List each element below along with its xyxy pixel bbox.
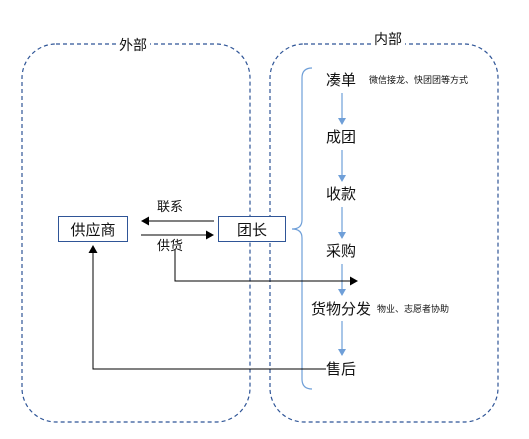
supplier-node: 供应商 xyxy=(58,216,128,242)
step-label: 成团 xyxy=(326,128,357,146)
step-label: 售后 xyxy=(326,360,357,378)
external-region-title: 外部 xyxy=(116,39,150,53)
step-label: 收款 xyxy=(326,185,357,203)
step-note: 微信接龙、快团团等方式 xyxy=(369,76,469,86)
step-note: 物业、志愿者协助 xyxy=(377,305,450,315)
aftersales-to-supplier-arrow xyxy=(88,245,326,370)
supply-to-distribution-arrow xyxy=(174,249,358,286)
contact-label: 联系 xyxy=(157,200,184,215)
step-label: 采购 xyxy=(326,242,357,260)
internal-region xyxy=(269,43,499,423)
supplier-label: 供应商 xyxy=(70,220,116,239)
leader-label: 团长 xyxy=(236,220,267,239)
internal-region-title: 内部 xyxy=(371,33,405,47)
step-label: 凑单 xyxy=(326,71,357,89)
external-region xyxy=(21,43,251,423)
steps-brace xyxy=(291,67,313,390)
supply-label: 供货 xyxy=(157,239,184,254)
leader-node: 团长 xyxy=(218,216,286,242)
step-label: 货物分发 xyxy=(311,300,372,318)
